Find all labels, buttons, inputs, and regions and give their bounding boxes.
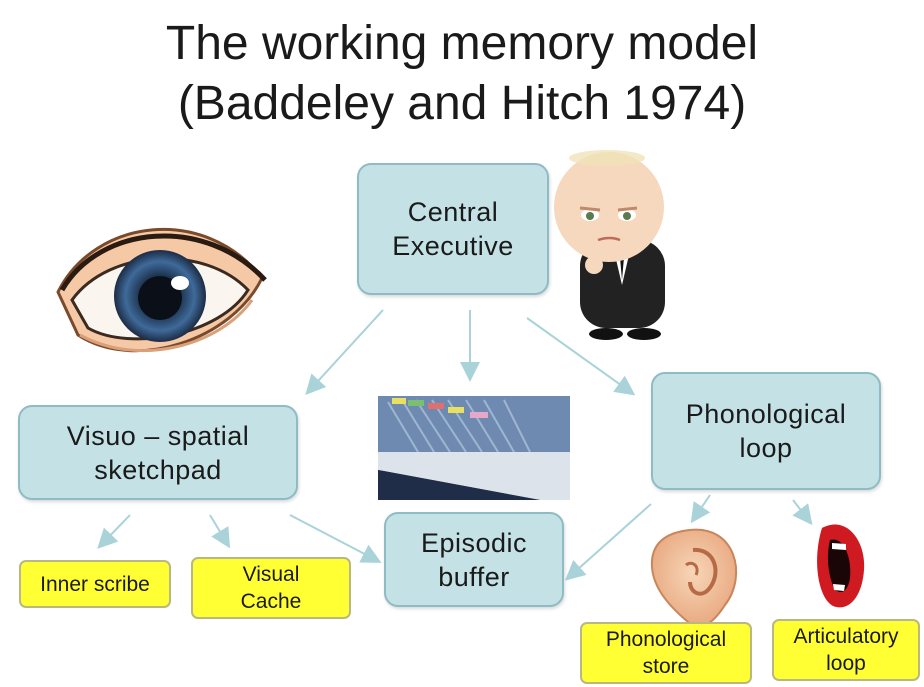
arrow-phono-to-articulatory: [792, 499, 813, 526]
phonological-store-label: Phonological store: [605, 628, 727, 678]
arrow-phono-to-store: [690, 494, 711, 524]
phonological-store-box: Phonological store: [580, 622, 752, 684]
arrows: [97, 309, 813, 581]
central-executive-label: Central Executive: [392, 197, 514, 261]
title-line-1: The working memory model: [165, 17, 759, 70]
mouth-icon: [817, 524, 865, 608]
arrow-visuo-to-buffer: [289, 514, 382, 563]
articulatory-loop-box: Articulatory loop: [772, 619, 920, 681]
visual-cache-box: Visual Cache: [191, 557, 351, 619]
slide-title: The working memory model (Baddeley and H…: [0, 14, 924, 134]
ear-icon: [650, 528, 738, 628]
visual-cache-label: Visual Cache: [240, 563, 302, 613]
arrow-phono-to-buffer: [565, 503, 652, 581]
eye-icon: [56, 227, 267, 353]
baby-icon: [554, 150, 665, 340]
articulatory-loop-label: Articulatory loop: [793, 625, 899, 675]
inner-scribe-label: Inner scribe: [40, 572, 150, 596]
episodic-buffer-box: Episodic buffer: [384, 512, 564, 607]
visuo-spatial-sketchpad-box: Visuo – spatial sketchpad: [18, 405, 298, 500]
arrow-ce-to-visuo: [305, 309, 384, 395]
file-drawer-icon: [378, 396, 570, 500]
phonological-loop-label: Phonological loop: [685, 399, 847, 463]
arrow-ce-to-phono: [526, 317, 636, 396]
phonological-loop-box: Phonological loop: [651, 372, 881, 490]
title-line-2: (Baddeley and Hitch 1974): [177, 77, 747, 130]
visuo-spatial-sketchpad-label: Visuo – spatial sketchpad: [66, 420, 250, 485]
inner-scribe-box: Inner scribe: [19, 560, 171, 608]
episodic-buffer-label: Episodic buffer: [420, 527, 528, 592]
arrow-visuo-to-visual-cache: [209, 514, 231, 549]
arrow-visuo-to-inner-scribe: [97, 514, 131, 549]
central-executive-box: Central Executive: [357, 163, 549, 295]
